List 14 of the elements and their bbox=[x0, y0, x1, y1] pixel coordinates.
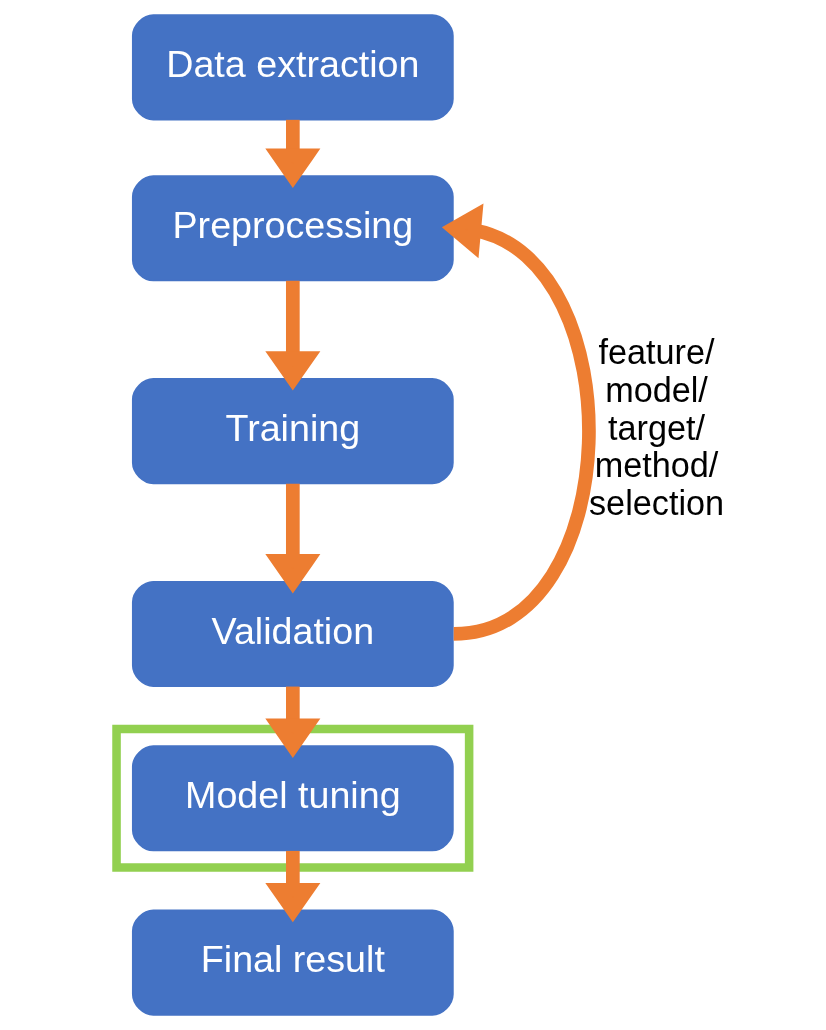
node-box: Model tuning bbox=[131, 745, 454, 852]
arrow bbox=[264, 850, 320, 923]
arrow bbox=[264, 483, 320, 594]
node-box: Validation bbox=[131, 580, 454, 687]
node-box: Final result bbox=[131, 909, 454, 1016]
arrow bbox=[441, 203, 595, 641]
arrow bbox=[264, 280, 320, 391]
cluster bbox=[111, 724, 473, 872]
edge-label: feature/ model/ target/ method/ selection bbox=[588, 333, 724, 522]
arrow bbox=[264, 686, 320, 758]
node-box: Data extraction bbox=[131, 14, 454, 121]
arrow bbox=[264, 119, 320, 188]
node-box: Preprocessing bbox=[131, 175, 454, 282]
node-box: Training bbox=[131, 378, 454, 485]
